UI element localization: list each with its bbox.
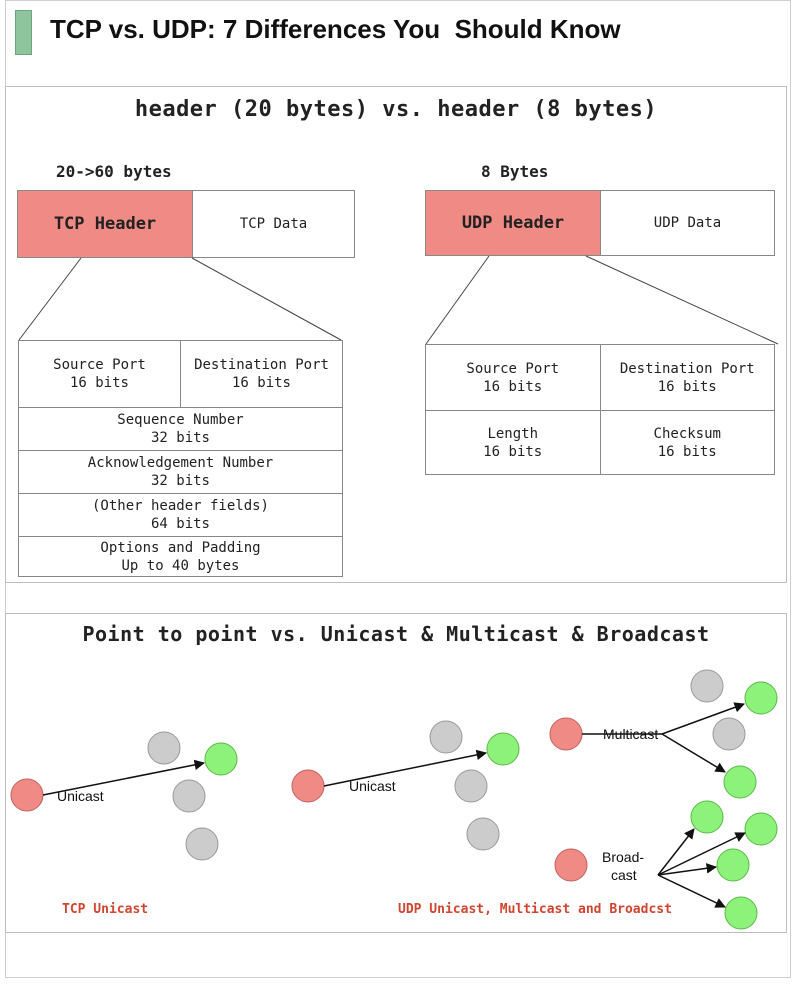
multicast-label: Multicast xyxy=(603,726,658,742)
tcp-sender-node xyxy=(10,778,44,812)
multicast-receiver-node xyxy=(744,681,778,715)
multicast-arrow xyxy=(661,733,726,773)
field-name: Source Port xyxy=(53,357,146,373)
tcp-idle-node xyxy=(172,779,206,813)
udp-length-cell: Length 16 bits xyxy=(426,411,600,474)
udp-idle-node xyxy=(454,769,488,803)
header-comparison-panel: header (20 bytes) vs. header (8 bytes) 2… xyxy=(5,86,787,583)
tcp-header-fields-table: Source Port 16 bits Destination Port 16 … xyxy=(18,340,343,577)
tcp-row-sequence: Sequence Number 32 bits xyxy=(19,407,342,450)
field-name: Sequence Number xyxy=(117,412,244,428)
broadcast-receiver-node xyxy=(690,800,724,834)
field-name: (Other header fields) xyxy=(91,498,269,514)
udp-data-box: UDP Data xyxy=(600,190,775,256)
cast-panel-heading: Point to point vs. Unicast & Multicast &… xyxy=(82,622,710,646)
multicast-sender-node xyxy=(549,717,583,751)
broadcast-receiver-node xyxy=(744,812,778,846)
field-name: Checksum xyxy=(653,425,721,442)
cast-diagram: Unicast Unicast Multicast Broad- cast xyxy=(10,669,778,930)
field-size: 32 bits xyxy=(150,473,210,489)
broadcast-arrow xyxy=(657,874,726,908)
tcp-ack-number-cell: Acknowledgement Number 32 bits xyxy=(19,451,342,493)
field-name: Acknowledgement Number xyxy=(87,455,274,471)
tcp-unicast-label: Unicast xyxy=(57,788,104,804)
udp-receiver-node xyxy=(486,732,520,766)
field-size: 16 bits xyxy=(657,378,717,395)
broadcast-label: Broad- xyxy=(602,849,644,865)
field-name: Options and Padding xyxy=(100,539,261,556)
field-size: 32 bits xyxy=(150,430,210,446)
multicast-receiver-node xyxy=(723,765,757,799)
header-panel-heading: header (20 bytes) vs. header (8 bytes) xyxy=(134,97,658,122)
tcp-destination-port-cell: Destination Port 16 bits xyxy=(180,341,342,407)
broadcast-label: cast xyxy=(611,867,637,883)
field-name: Length xyxy=(487,425,539,442)
udp-checksum-cell: Checksum 16 bits xyxy=(599,411,775,474)
field-size: Up to 40 bytes xyxy=(121,557,240,574)
udp-sender-node xyxy=(291,769,325,803)
tcp-row-other: (Other header fields) 64 bits xyxy=(19,493,342,536)
multicast-idle-node xyxy=(690,669,724,703)
header-expansion-lines xyxy=(18,255,779,345)
udp-row-length-checksum: Length 16 bits Checksum 16 bits xyxy=(426,410,774,474)
tcp-options-cell: Options and Padding Up to 40 bytes xyxy=(19,537,342,576)
field-size: 16 bits xyxy=(483,378,543,395)
udp-header-fields-table: Source Port 16 bits Destination Port 16 … xyxy=(425,344,775,475)
udp-caption: UDP Unicast, Multicast and Broadcst xyxy=(398,902,672,917)
udp-destination-port-cell: Destination Port 16 bits xyxy=(599,345,775,410)
udp-unicast-arrow xyxy=(323,749,488,787)
field-size: 16 bits xyxy=(657,443,717,460)
tcp-row-options: Options and Padding Up to 40 bytes xyxy=(19,536,342,576)
tcp-row-ack: Acknowledgement Number 32 bits xyxy=(19,450,342,493)
field-size: 64 bits xyxy=(150,516,210,532)
broadcast-sender-node xyxy=(554,848,588,882)
tcp-idle-node xyxy=(185,827,219,861)
page-title: TCP vs. UDP: 7 Differences You Should Kn… xyxy=(50,14,621,44)
multicast-idle-node xyxy=(712,717,746,751)
tcp-idle-node xyxy=(147,731,181,765)
broadcast-arrow xyxy=(657,832,746,876)
multicast-arrow xyxy=(661,702,745,735)
udp-unicast-label: Unicast xyxy=(349,778,396,794)
field-size: 16 bits xyxy=(69,375,129,391)
field-size: 16 bits xyxy=(483,443,543,460)
udp-size-label: 8 Bytes xyxy=(481,162,549,181)
field-name: Destination Port xyxy=(194,357,329,373)
tcp-other-fields-cell: (Other header fields) 64 bits xyxy=(19,494,342,536)
tcp-row-ports: Source Port 16 bits Destination Port 16 … xyxy=(19,341,342,407)
field-size: 16 bits xyxy=(231,375,291,391)
tcp-receiver-node xyxy=(204,742,238,776)
udp-header-box: UDP Header xyxy=(425,190,601,256)
field-name: Destination Port xyxy=(619,360,755,377)
broadcast-arrow xyxy=(657,828,695,876)
udp-row-ports: Source Port 16 bits Destination Port 16 … xyxy=(426,345,774,410)
broadcast-receiver-node xyxy=(716,848,750,882)
udp-idle-node xyxy=(429,720,463,754)
udp-idle-node xyxy=(466,817,500,851)
broadcast-arrow xyxy=(657,863,718,876)
udp-source-port-cell: Source Port 16 bits xyxy=(426,345,600,410)
title-accent-bar xyxy=(15,10,32,55)
tcp-caption: TCP Unicast xyxy=(62,902,149,917)
broadcast-receiver-node xyxy=(724,896,758,930)
field-name: Source Port xyxy=(466,360,560,377)
tcp-data-box: TCP Data xyxy=(192,190,355,258)
cast-comparison-panel: Point to point vs. Unicast & Multicast &… xyxy=(5,613,787,933)
tcp-unicast-arrow xyxy=(42,759,206,796)
tcp-source-port-cell: Source Port 16 bits xyxy=(19,341,180,407)
tcp-size-label: 20->60 bytes xyxy=(56,162,172,181)
tcp-sequence-number-cell: Sequence Number 32 bits xyxy=(19,408,342,450)
